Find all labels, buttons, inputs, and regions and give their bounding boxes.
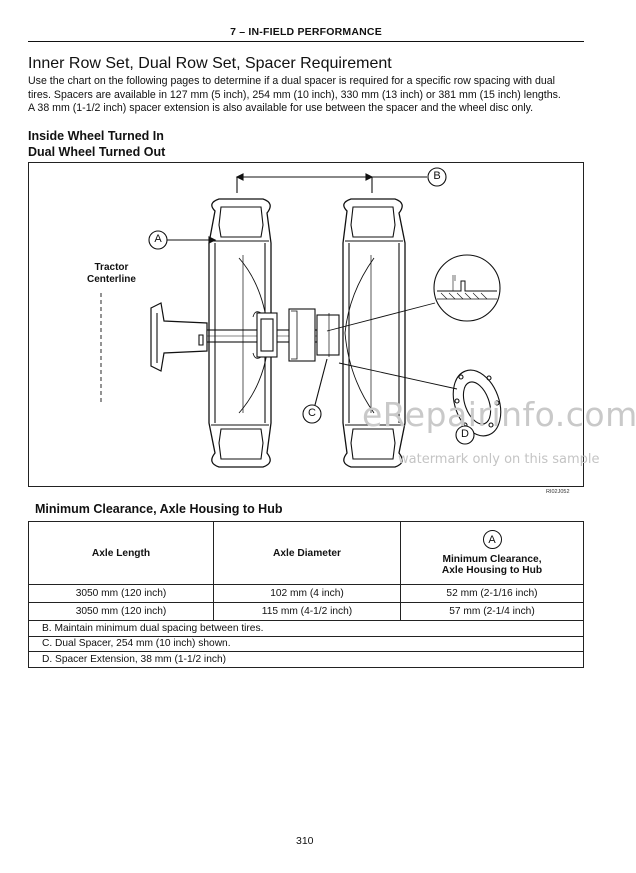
label-centerline: Centerline [87, 274, 136, 285]
table-note-row: B. Maintain minimum dual spacing between… [28, 620, 584, 637]
col-min-clearance-line2: Axle Housing to Hub [441, 565, 543, 576]
callout-b: B [433, 170, 441, 182]
intro-line: tires. Spacers are available in 127 mm (… [28, 88, 561, 101]
col-axle-length: Axle Length [28, 521, 214, 585]
intro-line: A 38 mm (1-1/2 inch) spacer extension is… [28, 102, 534, 115]
table-heading: Minimum Clearance, Axle Housing to Hub [35, 502, 283, 516]
cell-axle-length: 3050 mm (120 inch) [28, 602, 214, 621]
watermark: eRepairinfo.com [362, 395, 636, 434]
dual-wheel-illustration [100, 167, 502, 468]
section-header: 7 – IN-FIELD PERFORMANCE [230, 26, 382, 38]
figure-heading: Inside Wheel Turned In Dual Wheel Turned… [28, 128, 165, 160]
table-note-row: C. Dual Spacer, 254 mm (10 inch) shown. [28, 635, 584, 652]
table-row: 3050 mm (120 inch) 102 mm (4 inch) 52 mm… [28, 584, 584, 603]
table-row: 3050 mm (120 inch) 115 mm (4-1/2 inch) 5… [28, 602, 584, 621]
callout-a-badge: A [482, 530, 502, 549]
callout-d: D [461, 428, 469, 440]
intro-line: Use the chart on the following pages to … [28, 75, 556, 87]
callout-a: A [154, 233, 162, 245]
tractor-centerline-label: Tractor Centerline [87, 262, 136, 286]
intro-paragraph: Use the chart on the following pages to … [28, 75, 588, 116]
figure-heading-line: Inside Wheel Turned In [28, 129, 164, 143]
cell-min-clearance: 52 mm (2-1/16 inch) [400, 584, 584, 603]
dual-wheel-diagram: A B C D Tractor Centerline [28, 162, 584, 487]
figure-heading-line: Dual Wheel Turned Out [28, 145, 166, 159]
page-number: 310 [296, 835, 314, 847]
cell-axle-length: 3050 mm (120 inch) [28, 584, 214, 603]
col-min-clearance-line1: Minimum Clearance, [442, 554, 542, 565]
table-note-row: D. Spacer Extension, 38 mm (1-1/2 inch) [28, 651, 584, 668]
cell-axle-diameter: 115 mm (4-1/2 inch) [213, 602, 401, 621]
clearance-table: Axle Length Axle Diameter A Minimum Clea… [28, 521, 584, 668]
figure-code: RI02J052 [546, 489, 570, 495]
col-min-clearance: A Minimum Clearance, Axle Housing to Hub [400, 521, 584, 585]
note-c: C. Dual Spacer, 254 mm (10 inch) shown. [28, 635, 584, 652]
col-axle-diameter: Axle Diameter [213, 521, 401, 585]
label-tractor: Tractor [94, 262, 129, 273]
callout-c: C [308, 407, 316, 419]
note-d: D. Spacer Extension, 38 mm (1-1/2 inch) [28, 651, 584, 668]
cell-axle-diameter: 102 mm (4 inch) [213, 584, 401, 603]
page-title: Inner Row Set, Dual Row Set, Spacer Requ… [28, 55, 392, 72]
note-b: B. Maintain minimum dual spacing between… [28, 620, 584, 637]
table-header-row: Axle Length Axle Diameter A Minimum Clea… [28, 521, 584, 585]
watermark-subtitle: watermark only on this sample [398, 452, 600, 467]
header-rule [28, 41, 584, 42]
cell-min-clearance: 57 mm (2-1/4 inch) [400, 602, 584, 621]
